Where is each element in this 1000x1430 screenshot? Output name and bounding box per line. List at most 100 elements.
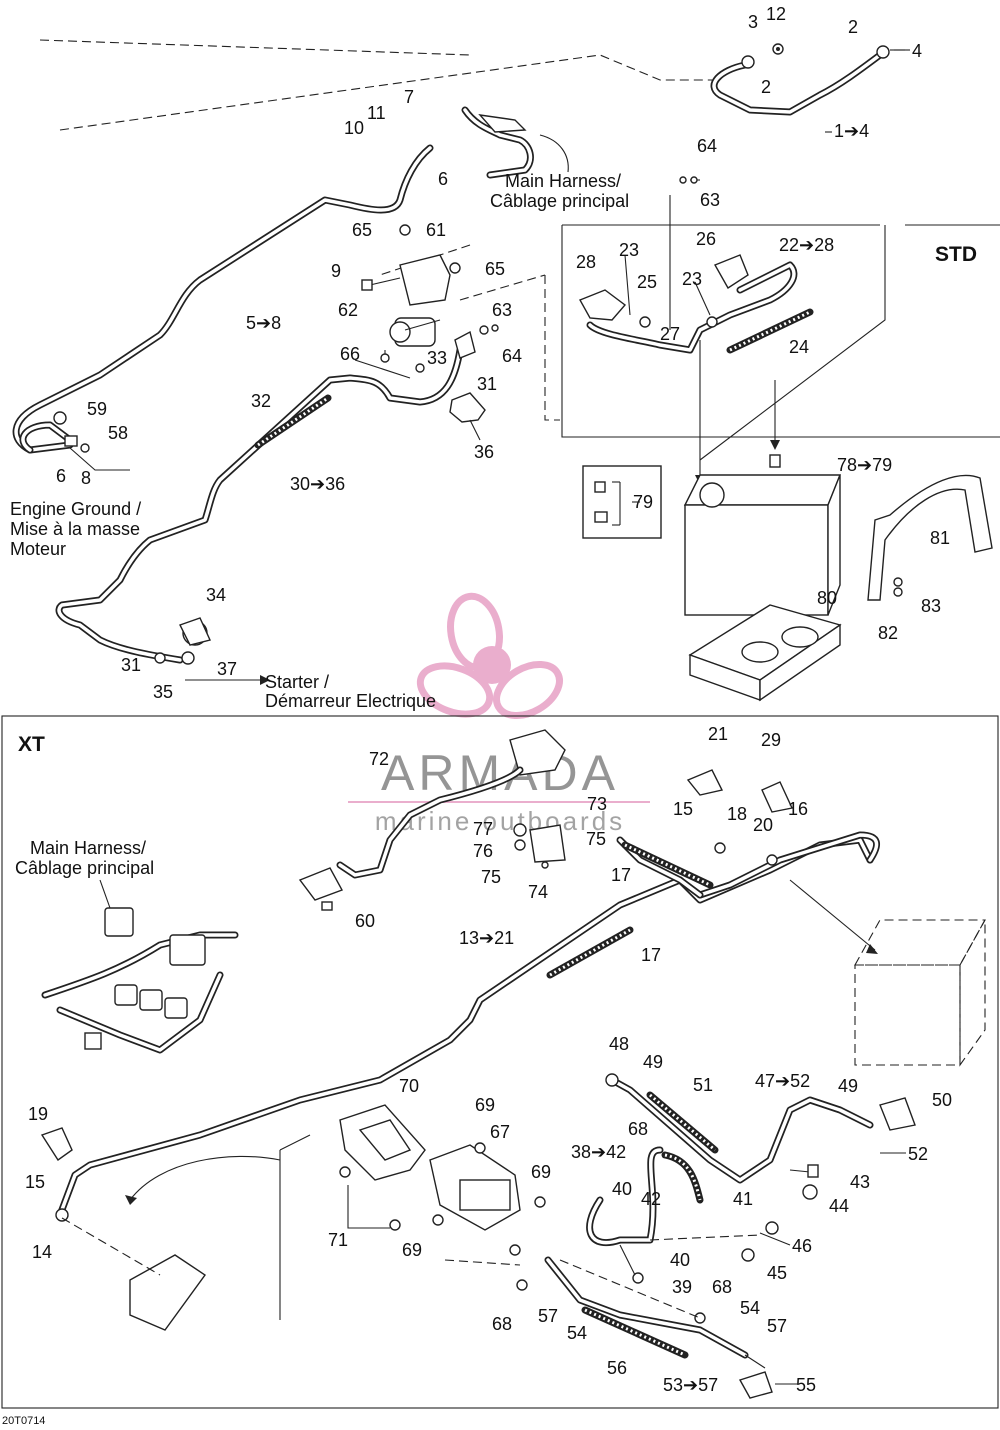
callout: 31: [477, 374, 497, 394]
callout: 75: [586, 829, 606, 849]
callout: 23: [619, 240, 639, 260]
battery-std: [582, 454, 842, 616]
callout: 37: [217, 659, 237, 679]
callout: 57: [538, 1306, 558, 1326]
callout: 62: [338, 300, 358, 320]
callout: 24: [789, 337, 809, 357]
main-harness-top-line2: Câblage principal: [490, 191, 629, 211]
engine-ground-terminal: [53, 411, 130, 471]
callout: 56: [607, 1358, 627, 1378]
section-xt-label: XT: [18, 733, 45, 756]
battery-cable-1-4: [699, 43, 905, 461]
callout: 47➔52: [755, 1071, 810, 1091]
callout: 82: [878, 623, 898, 643]
main-harness-xt-line1: Main Harness/: [30, 838, 146, 858]
callout: 68: [712, 1277, 732, 1297]
callout: 57: [767, 1316, 787, 1336]
callout: 32: [251, 391, 271, 411]
callout: 60: [355, 911, 375, 931]
section-frames: [1, 224, 1000, 1409]
callout: 39: [672, 1277, 692, 1297]
callout: 12: [766, 4, 786, 24]
main-harness-xt-line2: Câblage principal: [15, 858, 154, 878]
callout: 68: [492, 1314, 512, 1334]
callout: 70: [399, 1076, 419, 1096]
xt-sleeve-17: [546, 841, 714, 979]
callout: 19: [28, 1104, 48, 1124]
callout: 15: [673, 799, 693, 819]
leader-lines: [632, 49, 910, 1385]
callout: 49: [643, 1052, 663, 1072]
callout: 2: [761, 77, 771, 97]
callout: 17: [641, 945, 661, 965]
callout: 7: [404, 87, 414, 107]
callout: 33: [427, 348, 447, 368]
callout: 77: [473, 819, 493, 839]
callout: 1➔4: [834, 121, 869, 141]
callout: 69: [531, 1162, 551, 1182]
callout: 21: [708, 724, 728, 744]
callout: 63: [492, 300, 512, 320]
terminal-boot-36: [449, 392, 486, 441]
callout: 14: [32, 1242, 52, 1262]
callout: 3: [748, 12, 758, 32]
callout: 61: [426, 220, 446, 240]
callout: 64: [502, 346, 522, 366]
callout: 23: [682, 269, 702, 289]
callout: 13➔21: [459, 928, 514, 948]
callout: 9: [331, 261, 341, 281]
xt-relay-module: [339, 1104, 546, 1291]
callout: 73: [587, 794, 607, 814]
main-harness-top: [461, 106, 569, 179]
callout: 54: [567, 1323, 587, 1343]
callout: 11: [367, 103, 386, 123]
callout: 49: [838, 1076, 858, 1096]
callout: 40: [612, 1179, 632, 1199]
callout: 74: [528, 882, 548, 902]
callout: 48: [609, 1034, 629, 1054]
callout: 16: [788, 799, 808, 819]
callout: 75: [481, 867, 501, 887]
callout-labels: 3 12 2 4 2 1➔4 7 11 10 6 Main Harness/ C…: [2, 4, 977, 1427]
callout: 64: [697, 136, 717, 156]
callout: 65: [485, 259, 505, 279]
callout: 67: [490, 1122, 510, 1142]
battery-tray: [688, 604, 842, 702]
starter-line2: Démarreur Electrique: [265, 691, 436, 711]
engine-ground-line3: Moteur: [10, 539, 66, 559]
callout: 83: [921, 596, 941, 616]
callout: 5➔8: [246, 313, 281, 333]
callout: 72: [369, 749, 389, 769]
callout: 53➔57: [663, 1375, 718, 1395]
callout: 81: [930, 528, 950, 548]
callout: 80: [817, 588, 837, 608]
callout: 28: [576, 252, 596, 272]
starter-line1: Starter /: [265, 672, 329, 692]
callout: 63: [700, 190, 720, 210]
callout: 76: [473, 841, 493, 861]
callout: 46: [792, 1236, 812, 1256]
callout: 17: [611, 865, 631, 885]
callout: 6: [438, 169, 448, 189]
xt-terminals: [40, 769, 794, 1222]
callout: 25: [637, 272, 657, 292]
callout: 69: [402, 1240, 422, 1260]
sleeve-32: [254, 394, 332, 449]
engine-ground-line2: Mise à la masse: [10, 519, 140, 539]
callout: 59: [87, 399, 107, 419]
callout: 44: [829, 1196, 849, 1216]
callout: 42: [641, 1189, 661, 1209]
fuse-harness-72: [298, 729, 566, 911]
callout: 52: [908, 1144, 928, 1164]
callout: 31: [121, 655, 141, 675]
starter-harness-30-36: [55, 346, 464, 664]
main-harness-top-line1: Main Harness/: [505, 171, 621, 191]
starter-terminal: [154, 617, 270, 685]
cable-53-57: [544, 1256, 773, 1399]
main-harness-xt: [41, 879, 239, 1054]
callout: 18: [727, 804, 747, 824]
callout: 35: [153, 682, 173, 702]
callout: 4: [912, 41, 922, 61]
callout: 78➔79: [837, 455, 892, 475]
